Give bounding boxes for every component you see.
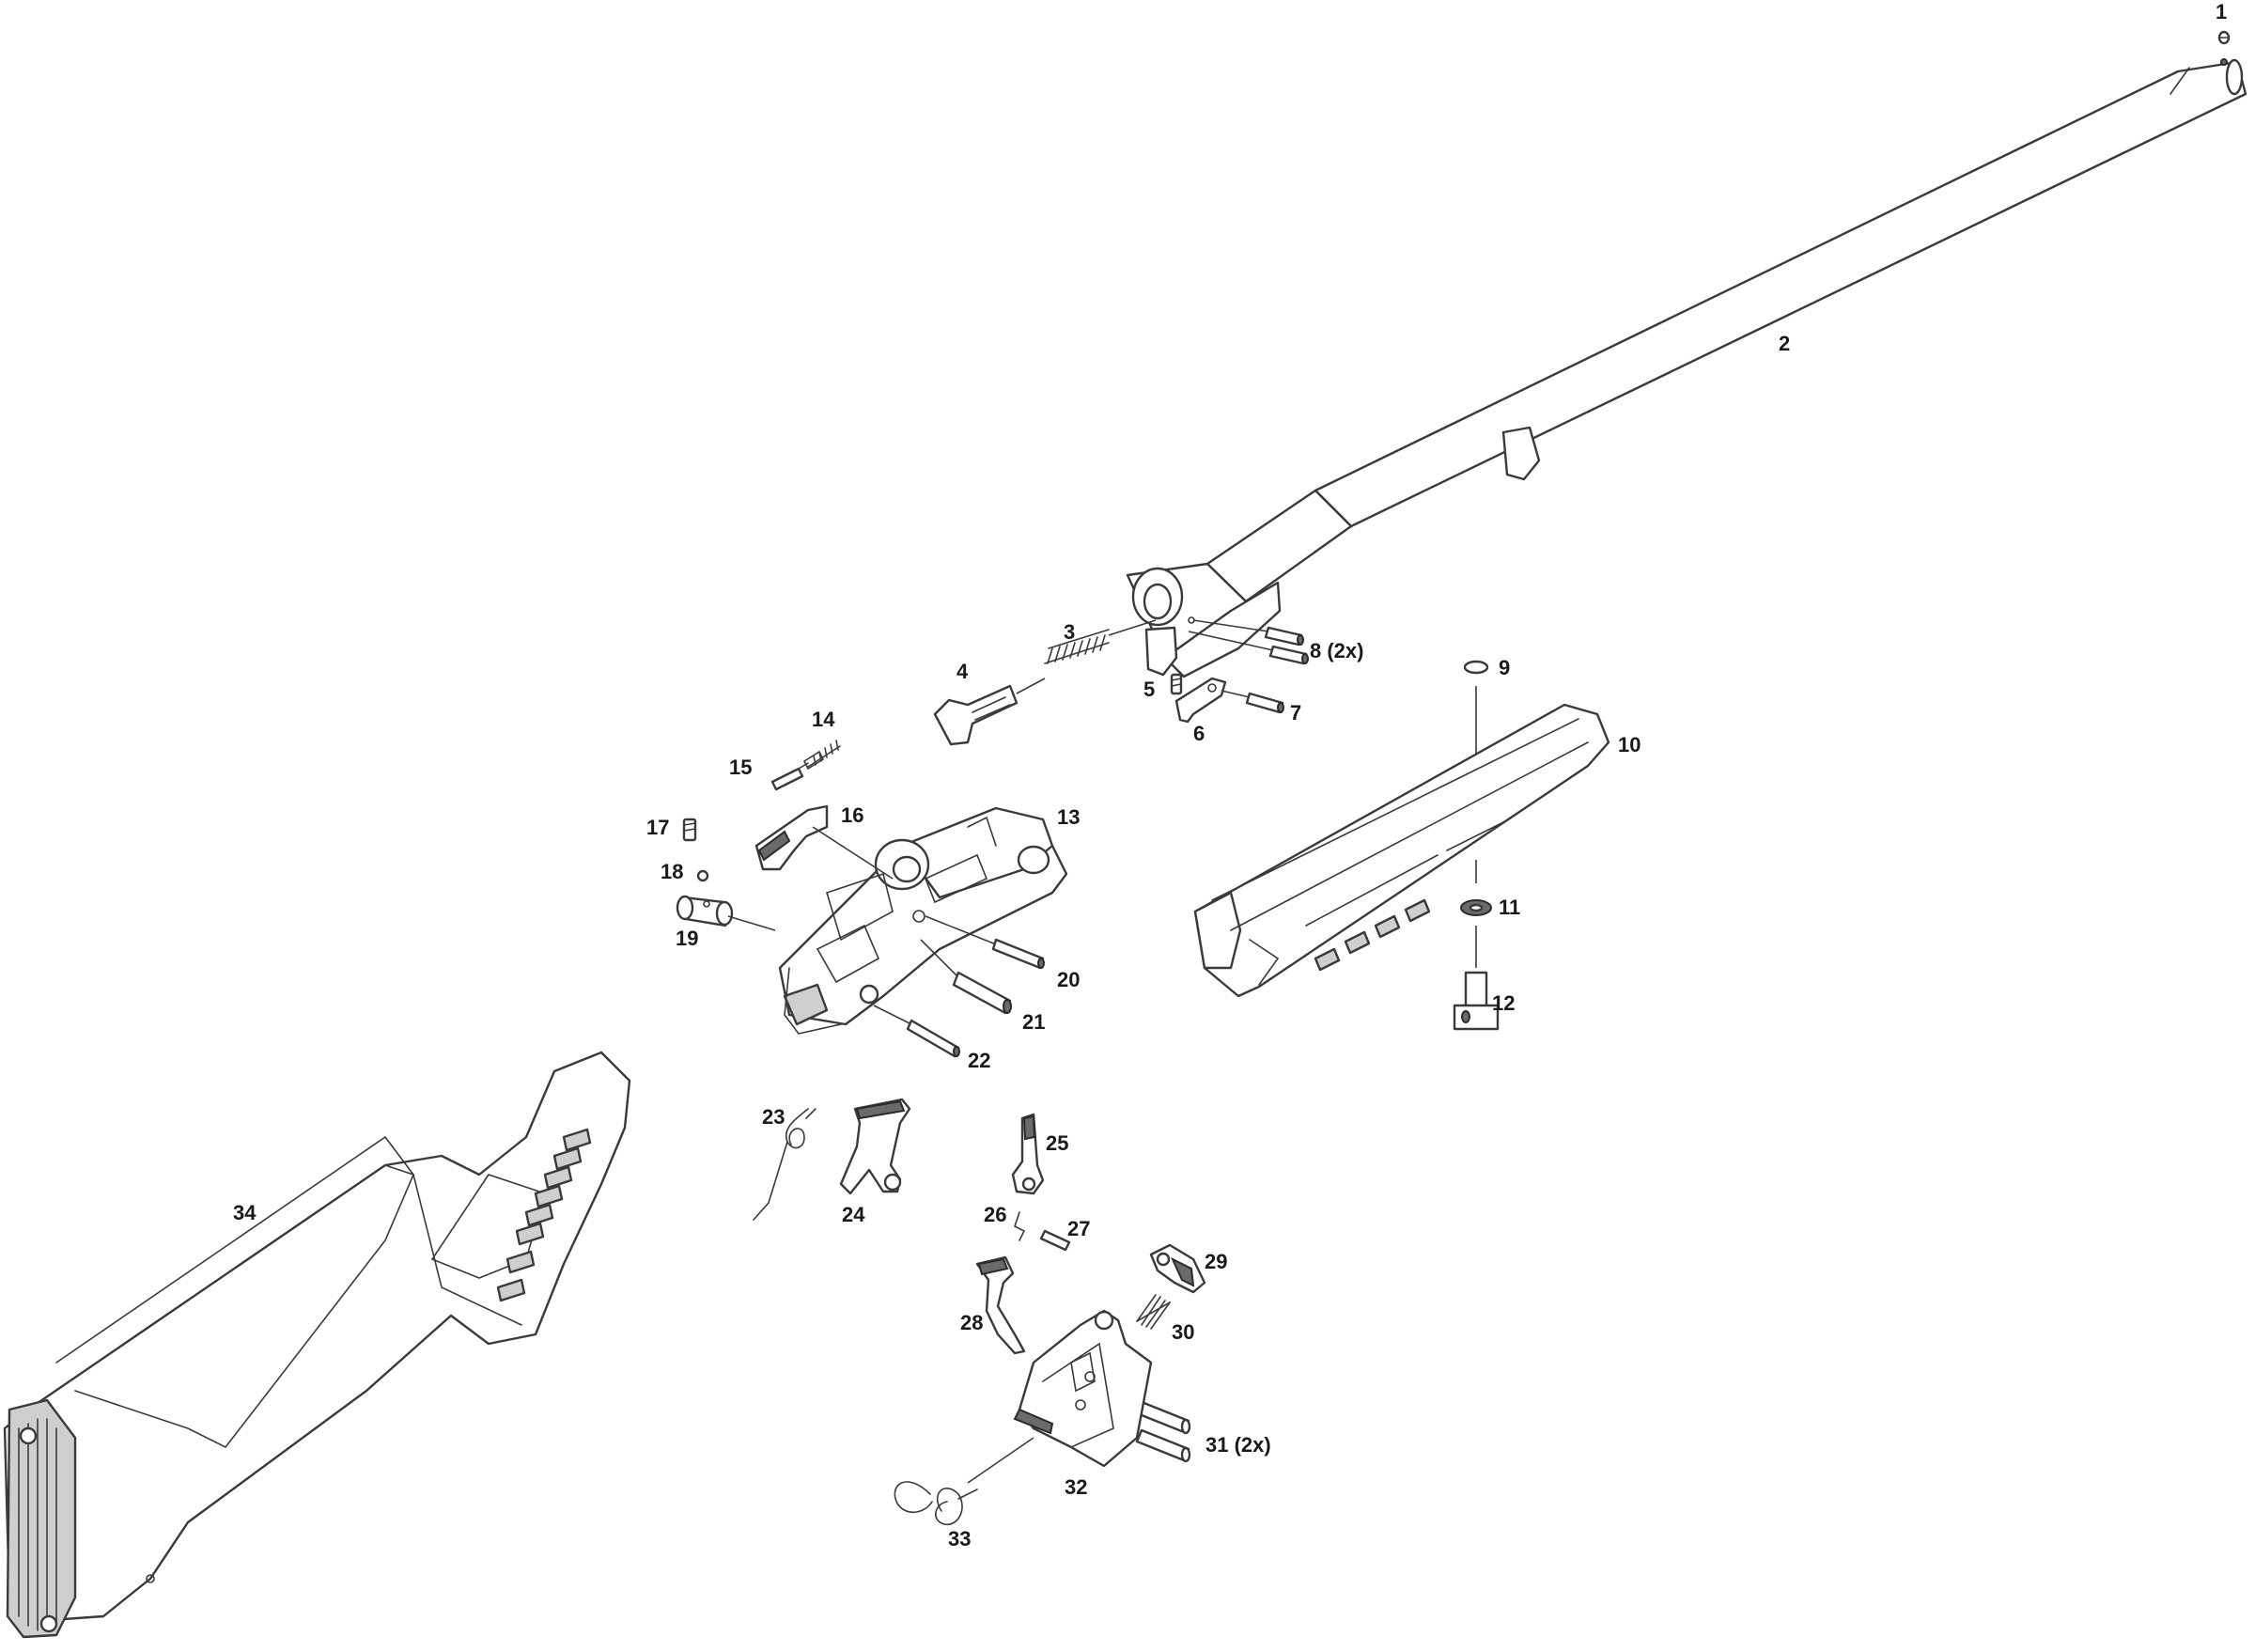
part-24-hammer (839, 1098, 911, 1195)
callout-22: 22 (968, 1049, 990, 1072)
callout-5: 5 (1143, 678, 1155, 701)
part-1-front-sight (2217, 30, 2231, 45)
callout-21: 21 (1022, 1010, 1045, 1034)
callout-29: 29 (1205, 1250, 1227, 1273)
callout-32: 32 (1065, 1475, 1087, 1499)
callout-8: 8 (2x) (1310, 639, 1363, 662)
callout-2: 2 (1779, 332, 1790, 355)
callout-6: 6 (1193, 722, 1205, 745)
part-10-forend (1193, 703, 1610, 998)
callout-15: 15 (729, 756, 752, 779)
callout-34: 34 (233, 1201, 257, 1224)
part-20-pin (925, 915, 1045, 970)
part-21-pin (920, 939, 1012, 1015)
part-4-firing-pin (933, 678, 1046, 746)
part-3-spring (1044, 619, 1157, 664)
callout-33: 33 (948, 1527, 971, 1551)
part-15-plunger (770, 762, 809, 791)
part-5-small-spring (1170, 673, 1183, 695)
callout-25: 25 (1046, 1131, 1068, 1155)
callout-7: 7 (1290, 701, 1301, 725)
part-26-spring (1014, 1211, 1026, 1241)
part-11-washer (1460, 860, 1492, 916)
callout-3: 3 (1064, 620, 1075, 644)
part-30-spring (1136, 1294, 1171, 1330)
callout-17: 17 (646, 816, 669, 839)
callout-28: 28 (960, 1311, 983, 1334)
callout-12: 12 (1492, 991, 1515, 1015)
callout-19: 19 (676, 927, 698, 950)
callout-30: 30 (1172, 1320, 1194, 1344)
callout-24: 24 (842, 1203, 865, 1226)
part-7-pin (1221, 690, 1284, 714)
part-32-trigger-housing (1013, 1309, 1153, 1468)
callout-11: 11 (1499, 896, 1520, 919)
callout-14: 14 (812, 708, 835, 731)
callout-31: 31 (2x) (1205, 1433, 1271, 1457)
callout-26: 26 (984, 1203, 1006, 1226)
part-22-pin (873, 1005, 960, 1058)
part-28-trigger (975, 1255, 1026, 1355)
callout-9: 9 (1499, 656, 1510, 679)
part-6-extractor (1174, 677, 1227, 724)
callout-13: 13 (1057, 805, 1080, 829)
callout-27: 27 (1067, 1217, 1090, 1240)
part-14-spring (802, 740, 841, 771)
part-2-barrel (1126, 58, 2247, 678)
callout-4: 4 (956, 660, 969, 683)
part-23-spring (753, 1108, 816, 1221)
part-8-pins (1188, 619, 1309, 665)
part-12-screw (1453, 926, 1500, 1031)
callout-23: 23 (762, 1105, 785, 1129)
part-27-pin (1039, 1229, 1071, 1252)
part-19-bushing (676, 895, 776, 931)
part-16-release-lever (754, 804, 894, 880)
part-18-ball (696, 869, 709, 882)
callout-10: 10 (1618, 733, 1641, 756)
part-25-sear (1011, 1113, 1045, 1195)
callout-16: 16 (841, 803, 863, 827)
part-29-safety (1149, 1243, 1206, 1294)
callout-labels: 1 2 3 4 5 6 7 8 (2x) 9 10 11 12 13 14 15… (233, 0, 2227, 1551)
part-17-spring (682, 818, 697, 842)
part-34-buttstock (3, 1051, 631, 1639)
part-33-spring (894, 1437, 1034, 1525)
callout-20: 20 (1057, 968, 1080, 991)
callout-18: 18 (661, 860, 683, 883)
callout-1: 1 (2216, 0, 2227, 23)
part-13-receiver (778, 806, 1068, 1035)
